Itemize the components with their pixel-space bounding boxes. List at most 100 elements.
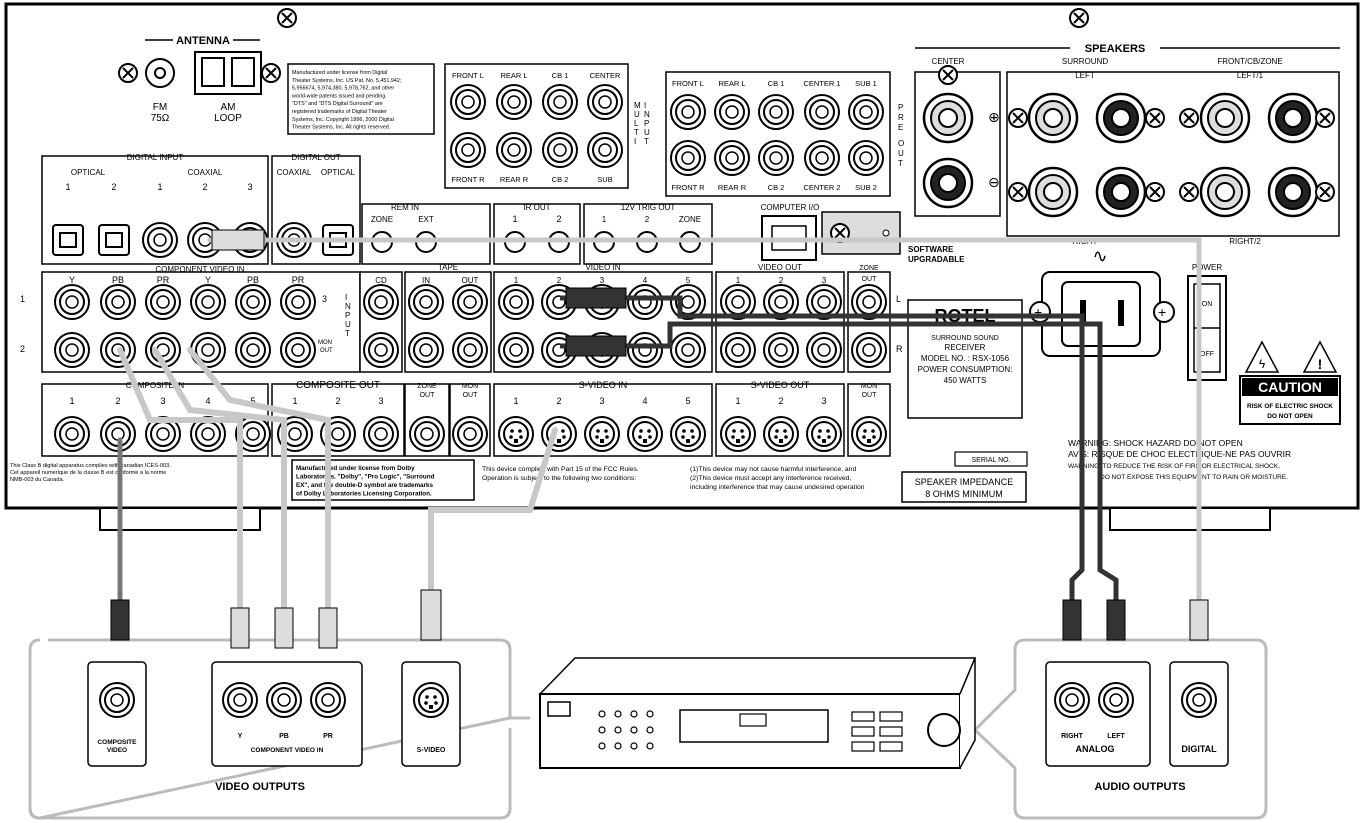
brand-line1: SURROUND SOUND: [931, 335, 999, 342]
tape-label: TAPE: [438, 263, 458, 272]
speaker-terminal[interactable]: [1199, 166, 1251, 218]
audio-jack[interactable]: [720, 332, 756, 368]
audio-jack[interactable]: [452, 284, 488, 320]
digital-out-coax-jack[interactable]: [1181, 682, 1217, 718]
component-in-jack[interactable]: [235, 332, 271, 368]
multi-input-jack[interactable]: [542, 132, 578, 168]
audio-jack[interactable]: [408, 284, 444, 320]
speaker-terminal[interactable]: [1199, 92, 1251, 144]
audio-jack[interactable]: [851, 332, 887, 368]
digital-input-jack[interactable]: [142, 222, 178, 258]
component-pb-out-jack[interactable]: [266, 682, 302, 718]
pre-out-label: CENTER 2: [803, 183, 840, 192]
svideo-out-jack[interactable]: [763, 416, 799, 452]
video-in-label: VIDEO IN: [585, 263, 620, 272]
analog-right-out-jack[interactable]: [1054, 682, 1090, 718]
pre-out-jack[interactable]: [848, 140, 884, 176]
surround-left-label: LEFT: [1075, 71, 1095, 80]
pre-out-jack[interactable]: [714, 140, 750, 176]
dolby-notice: Manufactured under license from DolbyLab…: [296, 465, 435, 498]
speaker-terminal[interactable]: [1027, 92, 1079, 144]
audio-jack[interactable]: [363, 332, 399, 368]
component-in-jack[interactable]: [54, 332, 90, 368]
svideo-out-jack[interactable]: [413, 682, 449, 718]
audio-jack[interactable]: [806, 332, 842, 368]
svideo-in-jack[interactable]: [627, 416, 663, 452]
multi-input-jack[interactable]: [496, 132, 532, 168]
svideo-out-jack[interactable]: [720, 416, 756, 452]
zone-composite-out-jack[interactable]: [409, 416, 445, 452]
center-negative-terminal[interactable]: [922, 157, 974, 209]
pre-out-jack[interactable]: [804, 140, 840, 176]
component-in-jack[interactable]: [100, 284, 136, 320]
component-in-jack[interactable]: [145, 284, 181, 320]
speaker-terminal[interactable]: [1095, 166, 1147, 218]
mon-svideo-out-jack[interactable]: [851, 416, 887, 452]
digital-input-number: 1: [65, 182, 70, 192]
speaker-terminal[interactable]: [1027, 166, 1079, 218]
pre-out-jack[interactable]: [848, 94, 884, 130]
mon-out-label: OUT: [862, 392, 878, 399]
component-in-jack[interactable]: [235, 284, 271, 320]
rem-ext-label: EXT: [418, 215, 434, 224]
component-in-jack[interactable]: [54, 284, 90, 320]
pre-out-jack[interactable]: [758, 94, 794, 130]
pre-out-jack[interactable]: [714, 94, 750, 130]
multi-input-jack[interactable]: [496, 84, 532, 120]
speaker-terminal[interactable]: [1095, 92, 1147, 144]
audio-jack[interactable]: [363, 284, 399, 320]
pre-out-jack[interactable]: [670, 140, 706, 176]
multi-input-jack[interactable]: [587, 84, 623, 120]
pre-out-label: SUB 1: [855, 79, 877, 88]
svideo-in-jack[interactable]: [584, 416, 620, 452]
multi-input-jack[interactable]: [542, 84, 578, 120]
screw-icon: [938, 65, 958, 85]
composite-out-jack[interactable]: [363, 416, 399, 452]
warning-line: WARNING: SHOCK HAZARD DO NOT OPEN: [1068, 438, 1243, 448]
video-outputs-title: VIDEO OUTPUTS: [215, 781, 305, 793]
trig-out-label: ZONE: [679, 215, 701, 224]
audio-jack[interactable]: [452, 332, 488, 368]
multi-input-jack[interactable]: [450, 84, 486, 120]
svideo-out-jack[interactable]: [806, 416, 842, 452]
composite-in-jack[interactable]: [54, 416, 90, 452]
pre-out-jack[interactable]: [804, 94, 840, 130]
svideo-in-jack[interactable]: [670, 416, 706, 452]
composite-video-label: VIDEO: [107, 747, 127, 754]
pre-out-label: SUB 2: [855, 183, 877, 192]
audio-jack[interactable]: [627, 332, 663, 368]
component-in-jack[interactable]: [280, 332, 316, 368]
pr-label: PR: [323, 733, 333, 740]
svideo-in-number: 3: [599, 396, 604, 406]
center-positive-terminal[interactable]: [922, 92, 974, 144]
svideo-in-jack[interactable]: [498, 416, 534, 452]
digital-input-jack[interactable]: [52, 224, 84, 256]
composite-in-title: COMPOSITE IN: [126, 381, 184, 390]
speaker-terminal[interactable]: [1267, 166, 1319, 218]
mon-composite-out-jack[interactable]: [452, 416, 488, 452]
audio-jack[interactable]: [408, 332, 444, 368]
pre-out-jack[interactable]: [758, 140, 794, 176]
component-pr-out-jack[interactable]: [310, 682, 346, 718]
zone-label: ZONE: [859, 265, 879, 272]
speaker-terminal[interactable]: [1267, 92, 1319, 144]
multi-input-label: CENTER: [590, 71, 621, 80]
multi-input-jack[interactable]: [587, 132, 623, 168]
component-in-jack[interactable]: [280, 284, 316, 320]
audio-jack[interactable]: [498, 332, 534, 368]
component-in-jack[interactable]: [190, 284, 226, 320]
zone-label: ZONE: [417, 383, 437, 390]
component-y-out-jack[interactable]: [222, 682, 258, 718]
svg-text:!: !: [1318, 356, 1323, 372]
composite-video-out-jack[interactable]: [99, 682, 135, 718]
audio-jack[interactable]: [627, 284, 663, 320]
analog-left-out-jack[interactable]: [1098, 682, 1134, 718]
digital-input-jack[interactable]: [98, 224, 130, 256]
audio-jack[interactable]: [763, 332, 799, 368]
pre-out-jack[interactable]: [670, 94, 706, 130]
audio-jack[interactable]: [498, 284, 534, 320]
audio-jack[interactable]: [670, 332, 706, 368]
multi-input-jack[interactable]: [450, 132, 486, 168]
